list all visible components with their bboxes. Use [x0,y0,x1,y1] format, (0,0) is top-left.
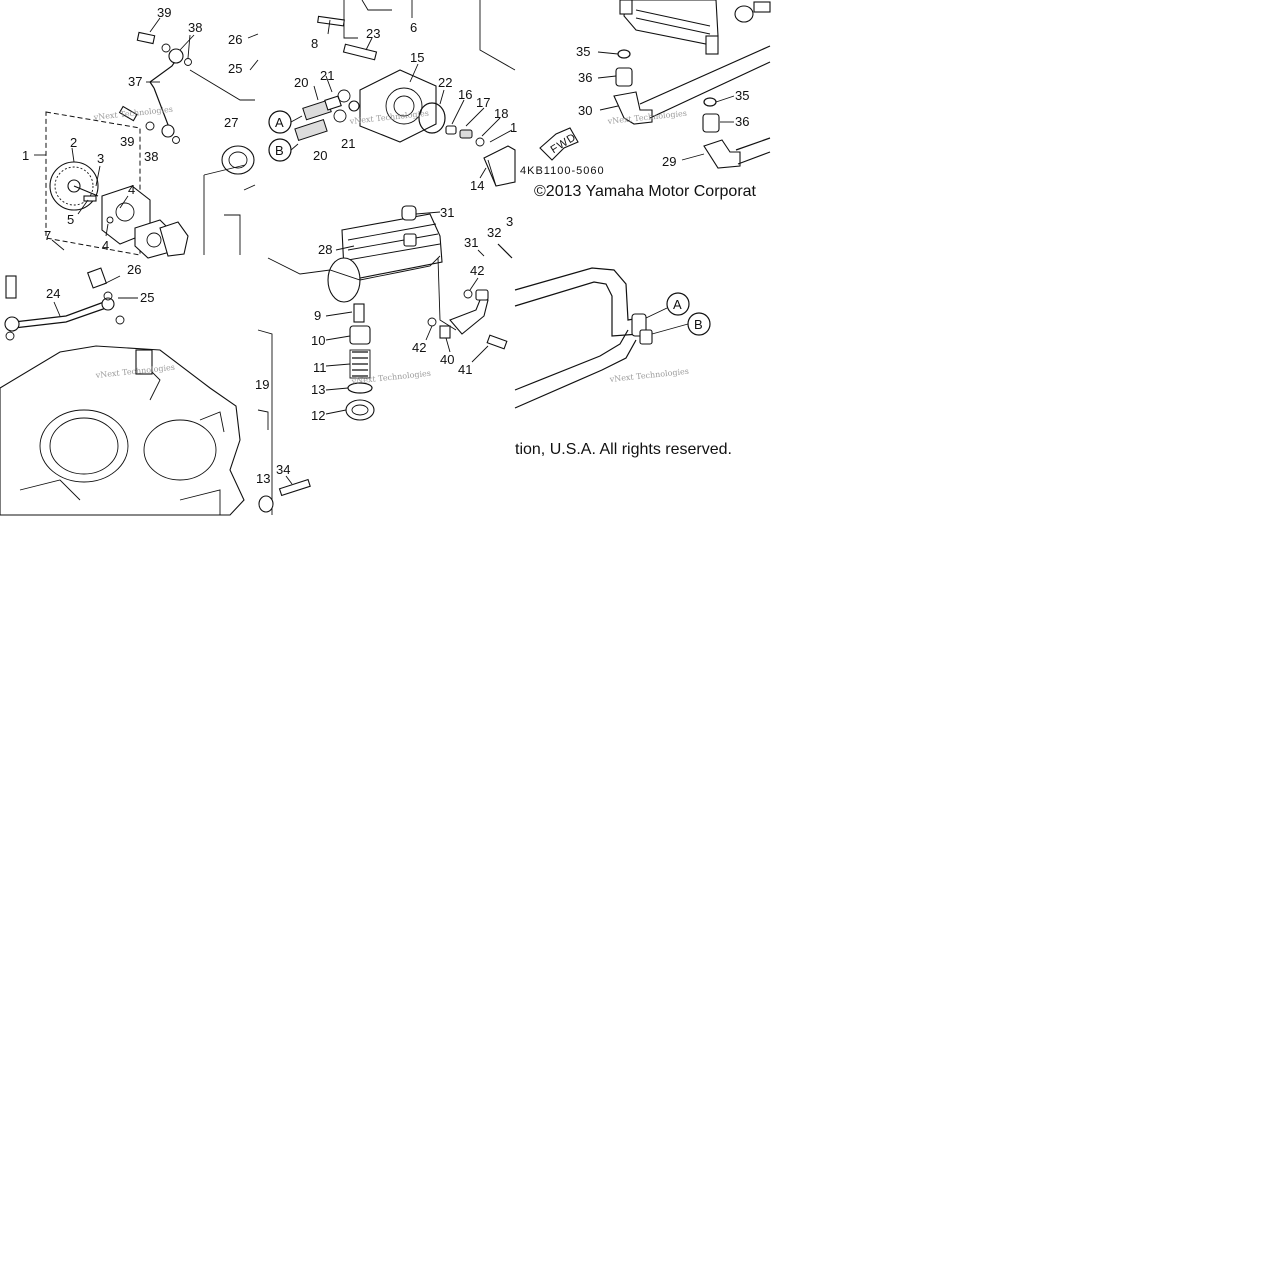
callout-13: 13 [256,471,270,486]
copyright-top: ©2013 Yamaha Motor Corporat [534,183,757,200]
callout-3: 3 [97,151,104,166]
callout-21: 21 [341,136,355,151]
callout-37: 37 [128,74,142,89]
oil-cooler-hoses [539,0,771,169]
callout-22: 22 [438,75,452,90]
crankcase-body [0,345,245,516]
callout-6: 6 [410,20,417,35]
callout-38: 38 [188,20,202,35]
callout-2: 2 [70,135,77,150]
callout-27: 27 [224,115,238,130]
callout-38: 38 [144,149,158,164]
callout-15: 15 [410,50,424,65]
callout-26: 26 [228,32,242,47]
marker-b2-label: B [694,317,703,332]
callout-5: 5 [67,212,74,227]
filter-bolt [342,43,378,61]
callout-26: 26 [127,262,141,277]
forward-arrow-icon [539,127,579,161]
callout-10: 10 [311,333,325,348]
oil-filter [483,145,516,187]
watermark-text: vNext Technologies [350,369,431,386]
callout-8: 8 [311,36,318,51]
callout-35: 35 [576,44,590,59]
marker-a2-label: A [673,297,682,312]
callout-14: 14 [470,178,484,193]
callout-39: 39 [120,134,134,149]
cooler-pipe-upper [514,267,641,321]
callout-25: 25 [140,290,154,305]
callout-labels: 39 38 26 25 37 39 38 27 1 2 3 4 5 4 7 8 … [22,5,749,486]
reference-markers: A B A B [275,115,703,332]
marker-a-label: A [275,115,284,130]
callout-23: 23 [366,26,380,41]
callout-20: 20 [294,75,308,90]
callout-13: 13 [311,382,325,397]
marker-a2-circle [666,292,690,316]
callout-32: 32 [487,225,501,240]
callout-42: 42 [470,263,484,278]
callout-25: 25 [228,61,242,76]
callout-24: 24 [46,286,60,301]
watermark-text: vNext Technologies [608,367,689,384]
callout-18: 18 [494,106,508,121]
cooler-pipe-loop [514,267,711,409]
callout-28: 28 [318,242,332,257]
callout-36: 36 [578,70,592,85]
crankcase-oil-pipe [13,301,105,323]
callout-7: 7 [44,228,51,243]
callout-16: 16 [458,87,472,102]
part-code: 4KB1100-5060 [520,165,605,177]
callout-3: 3 [506,214,513,229]
callout-4: 4 [128,182,135,197]
callout-1: 1 [22,148,29,163]
callout-39: 39 [157,5,171,20]
callout-29: 29 [662,154,676,169]
callout-42: 42 [412,340,426,355]
callout-35: 35 [735,88,749,103]
callout-31: 31 [464,235,478,250]
callout-31: 31 [440,205,454,220]
callout-36: 36 [735,114,749,129]
oil-cooler [623,0,719,45]
crankcase-assembly [0,267,311,516]
callout-34: 34 [276,462,290,477]
callout-40: 40 [440,352,454,367]
callout-20: 20 [313,148,327,163]
oil-pump-assembly [34,17,259,259]
callout-30: 30 [578,103,592,118]
callout-11: 11 [313,360,327,375]
callout-9: 9 [314,308,321,323]
marker-b-label: B [275,143,284,158]
callout-21: 21 [320,68,334,83]
oil-strainer-assembly [267,205,513,421]
callout-12: 12 [311,408,325,423]
oil-filter-assembly [268,0,516,187]
callout-1: 1 [510,120,517,135]
callout-41: 41 [458,362,472,377]
callout-17: 17 [476,95,490,110]
callout-4: 4 [102,238,109,253]
callout-19: 19 [255,377,269,392]
filter-housing [359,69,437,143]
copyright-bottom: tion, U.S.A. All rights reserved. [515,441,732,458]
